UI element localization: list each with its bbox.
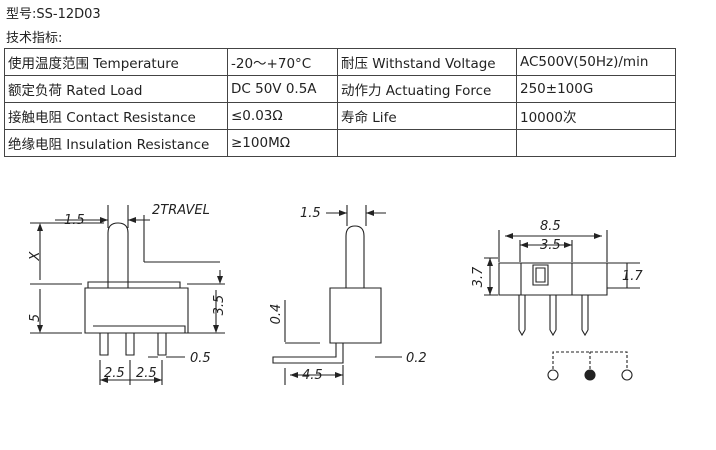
front-dim-2-5-left: 2.5 [104,366,125,381]
table-row: 绝缘电阻 Insulation Resistance ≥100MΩ [4,129,676,157]
side-dim-0-2: 0.2 [406,351,427,366]
spec-cell: 耐压 Withstand Voltage [337,48,517,76]
spec-cell: DC 50V 0.5A [227,75,338,103]
front-dim-5: 5 [28,314,43,322]
spec-cell: ≤0.03Ω [227,102,338,130]
top-view [484,230,640,381]
spec-cell: 绝缘电阻 Insulation Resistance [4,129,228,157]
spec-table: 使用温度范围 Temperature -20～+70°C 耐压 Withstan… [4,48,676,157]
front-dim-3-5: 3.5 [212,295,227,316]
spec-heading: 技术指标: [6,31,63,46]
spec-cell: AC500V(50Hz)/min [516,48,676,76]
spec-cell: 250±100G [516,75,676,103]
spec-cell [337,129,517,157]
top-dim-8-5: 8.5 [540,219,561,234]
model-number: 型号:SS-12D03 [6,7,101,22]
top-dim-3-5: 3.5 [540,238,561,253]
side-dim-4-5: 4.5 [302,368,323,383]
front-dim-2-5-right: 2.5 [136,366,157,381]
spec-cell: 动作力 Actuating Force [337,75,517,103]
side-view [272,205,402,385]
front-view [30,205,225,385]
top-dim-3-7: 3.7 [471,266,486,287]
side-dim-1-5: 1.5 [300,206,321,221]
table-row: 额定负荷 Rated Load DC 50V 0.5A 动作力 Actuatin… [4,75,676,103]
table-row: 使用温度范围 Temperature -20～+70°C 耐压 Withstan… [4,48,676,76]
spec-cell: 接触电阻 Contact Resistance [4,102,228,130]
spec-cell [516,129,676,157]
top-dim-1-7: 1.7 [622,269,643,284]
front-dim-1-5: 1.5 [64,213,85,228]
front-dim-0-5: 0.5 [190,351,211,366]
spec-cell: 额定负荷 Rated Load [4,75,228,103]
front-travel-label: 2TRAVEL [152,203,210,218]
front-dim-x: X [28,250,43,261]
side-dim-0-4: 0.4 [269,304,284,325]
spec-cell: 使用温度范围 Temperature [4,48,228,76]
spec-cell: ≥100MΩ [227,129,338,157]
